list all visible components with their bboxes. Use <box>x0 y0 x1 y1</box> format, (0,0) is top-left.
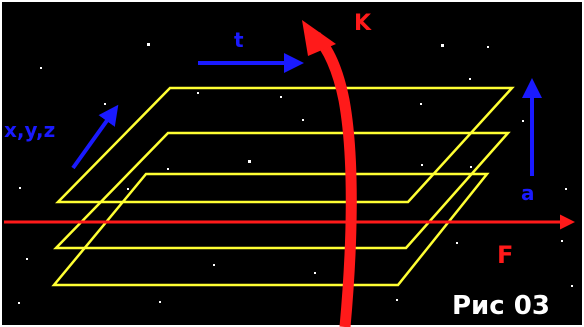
label-k: K <box>354 11 372 36</box>
label-a: a <box>521 181 535 205</box>
figure-caption: Рис 03 <box>452 291 550 321</box>
label-xyz: x,y,z <box>4 118 55 142</box>
label-f: F <box>497 241 513 269</box>
label-t: t <box>234 28 244 52</box>
